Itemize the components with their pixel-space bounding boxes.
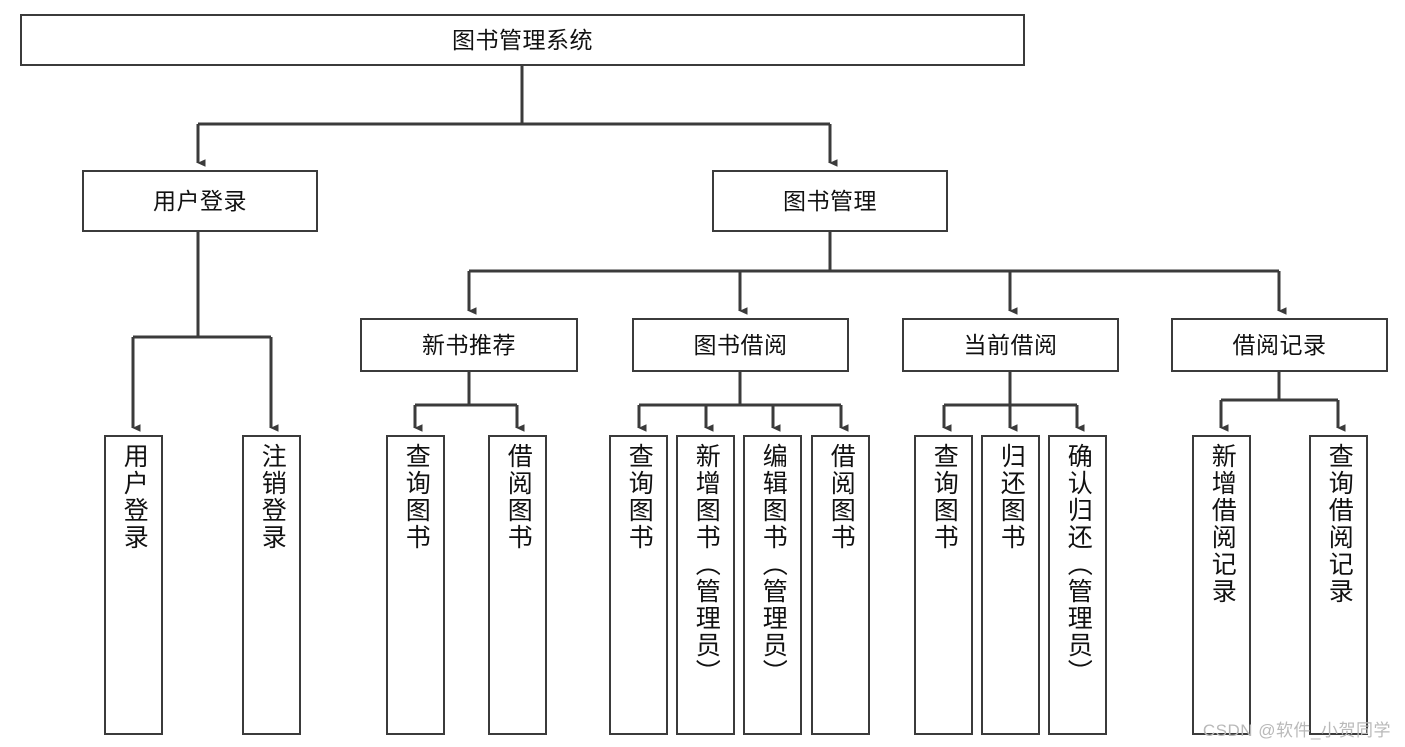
node-label: 当前借阅 xyxy=(963,331,1058,358)
node-label: 查询图书 xyxy=(625,443,654,551)
node-label: 图书管理 xyxy=(783,187,877,214)
node-label: 确认归还（管理员） xyxy=(1064,443,1093,686)
leaf-edit-book-admin[interactable]: 编辑图书（管理员） xyxy=(743,435,802,735)
node-label: 归还图书 xyxy=(997,443,1026,551)
node-label: 用户登录 xyxy=(120,443,149,551)
leaf-query-borrow-record[interactable]: 查询借阅记录 xyxy=(1309,435,1368,735)
node-label: 编辑图书（管理员） xyxy=(759,443,788,686)
leaf-add-borrow-record[interactable]: 新增借阅记录 xyxy=(1192,435,1251,735)
leaf-borrow-book-recommend[interactable]: 借阅图书 xyxy=(488,435,547,735)
leaf-query-book-borrow[interactable]: 查询图书 xyxy=(609,435,668,735)
node-label: 新书推荐 xyxy=(422,331,516,358)
node-book-borrow[interactable]: 图书借阅 xyxy=(632,318,849,372)
node-new-book-recommend[interactable]: 新书推荐 xyxy=(360,318,578,372)
node-label: 图书借阅 xyxy=(693,331,788,358)
node-label: 新增借阅记录 xyxy=(1208,443,1237,605)
node-book-management[interactable]: 图书管理 xyxy=(712,170,948,232)
node-label: 查询借阅记录 xyxy=(1325,443,1354,605)
node-label: 查询图书 xyxy=(402,443,431,551)
node-label: 图书管理系统 xyxy=(452,26,593,53)
leaf-logout[interactable]: 注销登录 xyxy=(242,435,301,735)
csdn-watermark: CSDN @软件_小贺同学 xyxy=(1202,721,1391,740)
node-label: 新增图书（管理员） xyxy=(692,443,721,686)
leaf-borrow-book[interactable]: 借阅图书 xyxy=(811,435,870,735)
leaf-query-book-current[interactable]: 查询图书 xyxy=(914,435,973,735)
leaf-query-book-recommend[interactable]: 查询图书 xyxy=(386,435,445,735)
node-label: 注销登录 xyxy=(258,443,287,551)
node-label: 用户登录 xyxy=(153,187,247,214)
node-label: 借阅图书 xyxy=(504,443,533,551)
leaf-return-book[interactable]: 归还图书 xyxy=(981,435,1040,735)
node-label: 借阅记录 xyxy=(1232,331,1327,358)
node-label: 借阅图书 xyxy=(827,443,856,551)
leaf-confirm-return-admin[interactable]: 确认归还（管理员） xyxy=(1048,435,1107,735)
node-borrow-records[interactable]: 借阅记录 xyxy=(1171,318,1388,372)
node-root-book-management-system[interactable]: 图书管理系统 xyxy=(20,14,1025,66)
node-user-login[interactable]: 用户登录 xyxy=(82,170,318,232)
node-current-borrow[interactable]: 当前借阅 xyxy=(902,318,1119,372)
leaf-add-book-admin[interactable]: 新增图书（管理员） xyxy=(676,435,735,735)
node-label: 查询图书 xyxy=(930,443,959,551)
leaf-user-login[interactable]: 用户登录 xyxy=(104,435,163,735)
